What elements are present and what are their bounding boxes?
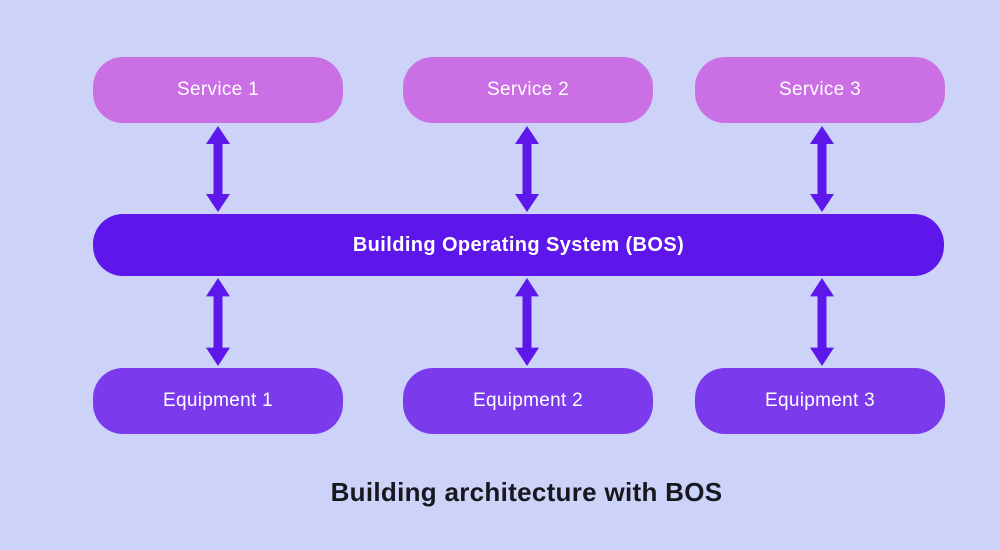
service-3-label: Service 3: [779, 79, 861, 100]
diagram-caption: Building architecture with BOS: [330, 477, 723, 507]
bos-bar: Building Operating System (BOS): [93, 214, 944, 276]
double-arrow-icon: [205, 278, 231, 366]
double-arrow-icon: [205, 126, 231, 212]
double-arrow-icon: [514, 278, 540, 366]
double-arrow-icon: [514, 126, 540, 212]
service-1-box: Service 1: [93, 57, 343, 123]
bos-label: Building Operating System (BOS): [352, 233, 685, 256]
double-arrow-icon: [809, 278, 835, 366]
service-1-label: Service 1: [177, 79, 259, 100]
equipment-1-box: Equipment 1: [93, 368, 343, 434]
equipment-2-label: Equipment 2: [473, 390, 583, 411]
equipment-3-label: Equipment 3: [765, 390, 875, 411]
service-2-label: Service 2: [487, 79, 569, 100]
service-2-box: Service 2: [403, 57, 653, 123]
double-arrow-icon: [809, 126, 835, 212]
equipment-1-label: Equipment 1: [163, 390, 273, 411]
equipment-3-box: Equipment 3: [695, 368, 945, 434]
service-3-box: Service 3: [695, 57, 945, 123]
equipment-2-box: Equipment 2: [403, 368, 653, 434]
